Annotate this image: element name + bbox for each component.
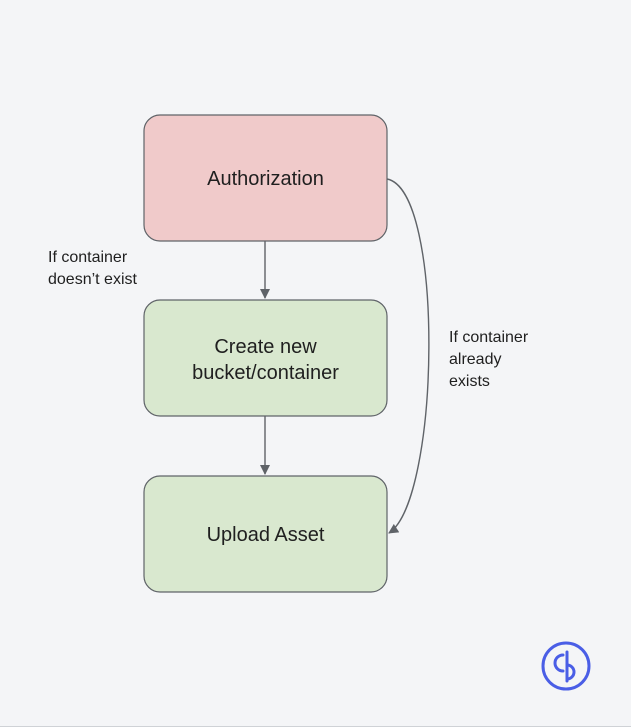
node-authorization: Authorization [143,114,388,242]
node-create-bucket-label-line2: bucket/container [192,362,339,384]
edge-authorization-to-upload [386,178,430,534]
node-authorization-label: Authorization [207,168,324,190]
edge-label-not-exist-line2: doesn’t exist [48,271,137,288]
edge-label-exists-line1: If container [449,329,529,346]
node-create-bucket-label-line1: Create new [214,336,317,358]
edge-label-exists-line3: exists [449,373,490,390]
cloudinary-logo-icon [541,641,591,691]
node-upload-asset-label: Upload Asset [207,524,325,546]
node-upload-asset-box [143,475,388,593]
edge-label-not-exist-line1: If container [48,249,128,266]
edge-label-exists-line2: already [449,351,501,368]
node-create-bucket: Create new bucket/container [143,299,388,417]
node-create-bucket-box [143,299,388,417]
node-upload-asset: Upload Asset [143,475,388,593]
